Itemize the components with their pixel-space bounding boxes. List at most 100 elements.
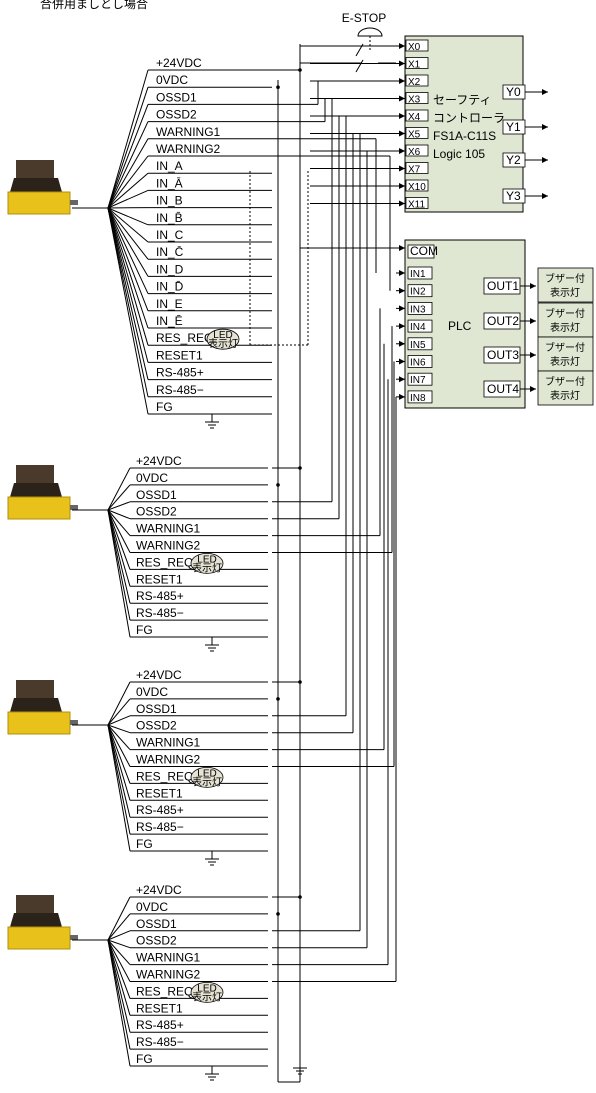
sensor-wire-label: RS-485−	[136, 606, 184, 620]
sensor1-fan-wire	[107, 104, 149, 209]
arrowhead	[399, 148, 405, 154]
sensor-wire-label: FG	[136, 623, 153, 637]
sensor-fan-wire	[107, 681, 131, 726]
arrowhead	[399, 95, 405, 102]
sensor1-wire-label: RES_REQ1	[156, 331, 220, 345]
buzzer-indicator-label: ブザー付	[545, 307, 585, 320]
sensor-fan-wire	[107, 509, 131, 570]
sc-input-port	[405, 144, 429, 157]
sensor1-fan-wire	[107, 121, 149, 209]
sensor1-wire-label: IN_D	[156, 262, 184, 276]
plc-input-label: IN8	[410, 393, 426, 404]
arrowhead	[542, 124, 548, 130]
buzzer-indicator-box	[537, 267, 594, 303]
sensor-wire-label: OSSD2	[136, 719, 177, 733]
sensor1-wire-label: IN_B	[156, 194, 183, 208]
sensor-wire-label: RS-485−	[136, 1035, 184, 1049]
plc-input-port	[407, 337, 433, 351]
plc-input-port	[407, 390, 433, 404]
sensor1-wire-label: IN_D̄	[156, 280, 184, 294]
sensor-fan-wire	[107, 930, 131, 941]
sensor-wire-label: WARNING1	[136, 951, 201, 965]
sensor1-fan-wire	[107, 207, 149, 243]
sensor1-wire-label: 0VDC	[156, 73, 188, 87]
led-label: LED	[197, 768, 216, 779]
sensor1-fan-wire	[107, 189, 149, 209]
estop-label: E-STOP	[342, 11, 386, 25]
sensor-wire-label: OSSD1	[136, 917, 177, 931]
safety-laser-scanner-icon	[7, 895, 78, 950]
sc-output-label: Y3	[506, 189, 521, 203]
sensor-fan-wire	[107, 724, 131, 818]
sensor1-wire-label: WARNING1	[156, 125, 221, 139]
safety-controller-name: コントローラ	[433, 111, 505, 125]
sc-output-label: Y2	[506, 153, 521, 167]
sc-input-port	[405, 162, 429, 174]
plc-com-label: COM	[410, 244, 438, 258]
sensor1-fan-wire	[107, 207, 149, 397]
sensor-wire-label: WARNING2	[136, 968, 201, 982]
sensor-fan-wire	[107, 939, 131, 1033]
sensor-fan-wire	[107, 939, 131, 999]
sc-input-port	[405, 57, 429, 69]
sensor-fan-wire	[107, 509, 131, 553]
buzzer-indicator-label: 表示灯	[550, 286, 580, 299]
sensor-fan-wire	[107, 939, 131, 1016]
sensor-fan-wire	[107, 939, 131, 949]
arrowhead	[542, 89, 548, 95]
arrowhead	[530, 318, 536, 324]
arrowhead	[399, 270, 405, 276]
sensor1-fan-wire	[107, 87, 149, 209]
led-label: 表示灯	[192, 990, 222, 1003]
plc-input-label: IN4	[410, 322, 426, 333]
sensor-fan-wire	[107, 467, 131, 511]
sensor-fan-wire	[107, 698, 131, 726]
sensor-wire-label: WARNING2	[136, 753, 201, 767]
sensor-fan-wire	[107, 939, 131, 1067]
sensor1-wire-label: +24VDC	[156, 56, 202, 70]
plc-input-label: IN7	[410, 375, 426, 386]
safety-controller-name: セーフティ	[433, 93, 492, 107]
sensor1-fan-wire	[107, 207, 149, 226]
sc-input-port	[405, 127, 429, 139]
sensor1-fan-wire	[107, 207, 149, 380]
plc-com-port	[407, 244, 435, 259]
sensor-wire-label: RES_REQ1	[136, 769, 200, 783]
plc-input-port	[407, 266, 433, 280]
sensor-wire-label: RS-485+	[136, 803, 184, 817]
led-indicator-icon	[190, 767, 224, 788]
plc-output-label: OUT4	[487, 382, 519, 396]
sc-input-label: X11	[408, 200, 425, 211]
junction-dot	[276, 912, 280, 916]
sensor-wire-label: OSSD2	[136, 505, 177, 519]
arrowhead	[399, 287, 405, 294]
led-indicator-icon	[190, 982, 224, 1003]
plc-input-port	[407, 372, 433, 386]
sensor-wire-label: 0VDC	[136, 685, 168, 699]
sensor-fan-wire	[107, 724, 131, 801]
sc-input-label: X10	[408, 182, 426, 193]
junction-dot	[276, 85, 280, 89]
sc-output-label: Y1	[506, 120, 521, 134]
sensor-fan-wire	[107, 715, 131, 726]
led-indicator-icon	[206, 328, 240, 350]
sensor1-wire-label: IN_Ā	[156, 176, 183, 190]
plc-input-label: IN1	[410, 269, 426, 280]
sensor-fan-wire	[107, 724, 131, 784]
arrowhead	[399, 358, 405, 365]
arrowhead	[399, 165, 405, 172]
arrowhead	[542, 157, 548, 163]
sensor-wire-label: RESET1	[136, 1001, 183, 1015]
sensor-fan-wire	[107, 913, 131, 941]
sensor1-fan-wire	[107, 207, 149, 346]
plc-output-label: OUT1	[487, 279, 519, 293]
led-label: 表示灯	[192, 775, 222, 788]
plc-output-label: OUT2	[487, 314, 519, 328]
plc-input-port	[407, 319, 433, 333]
sensor-wire-label: FG	[136, 837, 153, 851]
sensor-wire-label: WARNING2	[136, 539, 201, 553]
arrowhead	[399, 113, 405, 119]
sensor-wire-label: +24VDC	[136, 668, 182, 682]
buzzer-indicator-label: ブザー付	[545, 272, 585, 285]
